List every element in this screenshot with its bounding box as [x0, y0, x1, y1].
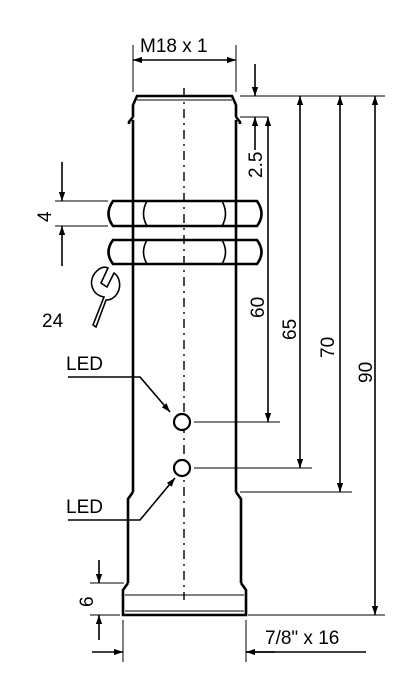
led-upper-leader [68, 376, 171, 413]
led-upper-label: LED [66, 354, 103, 375]
led-lower-leader [68, 477, 176, 521]
sensor-body [121, 94, 248, 617]
dim-6-label: 6 [77, 596, 98, 607]
dim-65-label: 65 [280, 319, 301, 340]
led-lower-label: LED [66, 497, 103, 518]
dim-60-label: 60 [248, 297, 269, 318]
thread-bottom-label: 7/8" x 16 [265, 628, 339, 649]
wrench-size-label: 24 [42, 311, 64, 332]
led-upper-icon [172, 412, 192, 432]
dim-70-label: 70 [318, 337, 339, 358]
dim-65: 65 [280, 96, 304, 468]
thread-bottom-dimension: 7/8" x 16 [92, 620, 366, 662]
wrench-icon [90, 266, 121, 329]
upper-nut [107, 199, 263, 228]
thread-top-label: M18 x 1 [140, 36, 208, 57]
led-lower-icon [172, 458, 192, 478]
dim-60: 60 [248, 117, 272, 422]
lower-nut [107, 238, 263, 266]
dim-4-label: 4 [35, 211, 56, 222]
thread-top-dimension: M18 x 1 [132, 36, 237, 92]
dim-70: 70 [318, 96, 344, 492]
dim-4: 4 [35, 162, 108, 266]
dim-2-5-label: 2.5 [246, 152, 267, 178]
extension-lines [194, 95, 385, 616]
dim-90-label: 90 [356, 362, 377, 383]
dim-2-5: 2.5 [246, 64, 267, 178]
dim-90: 90 [356, 96, 379, 615]
dim-6: 6 [77, 560, 124, 640]
